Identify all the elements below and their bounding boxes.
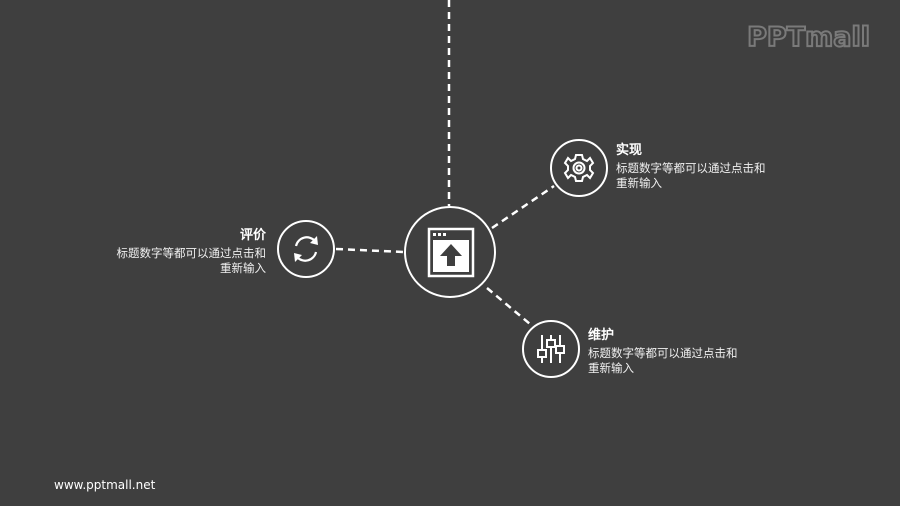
impl-node[interactable] <box>550 139 608 197</box>
maint-node[interactable] <box>522 320 580 378</box>
eval-label: 评价 标题数字等都可以通过点击和 重新输入 <box>80 228 267 276</box>
window-upload-icon <box>427 227 475 278</box>
refresh-icon <box>294 236 318 262</box>
website-link[interactable]: www.pptmall.net <box>54 478 156 492</box>
maint-label: 维护 标题数字等都可以通过点击和 重新输入 <box>588 328 788 376</box>
eval-node[interactable] <box>277 220 335 278</box>
maint-desc-line1: 标题数字等都可以通过点击和 <box>588 345 738 360</box>
connector-left <box>335 247 405 254</box>
center-node[interactable] <box>404 206 496 298</box>
eval-desc-line1: 标题数字等都可以通过点击和 <box>116 245 267 260</box>
eval-title: 评价 <box>239 228 266 243</box>
sliders-icon <box>537 335 565 363</box>
impl-desc-line1: 标题数字等都可以通过点击和 <box>616 160 766 175</box>
eval-desc-line2: 重新输入 <box>220 260 266 275</box>
connector-upper-right <box>491 184 555 230</box>
gear-icon <box>563 154 595 182</box>
impl-title: 实现 <box>616 143 643 158</box>
brand-logo: PPTmall <box>746 21 871 54</box>
impl-desc-line2: 重新输入 <box>616 175 662 190</box>
connector-lower-right <box>486 287 531 325</box>
maint-desc-line2: 重新输入 <box>588 360 634 375</box>
impl-label: 实现 标题数字等都可以通过点击和 重新输入 <box>616 143 816 191</box>
maint-title: 维护 <box>588 328 615 343</box>
